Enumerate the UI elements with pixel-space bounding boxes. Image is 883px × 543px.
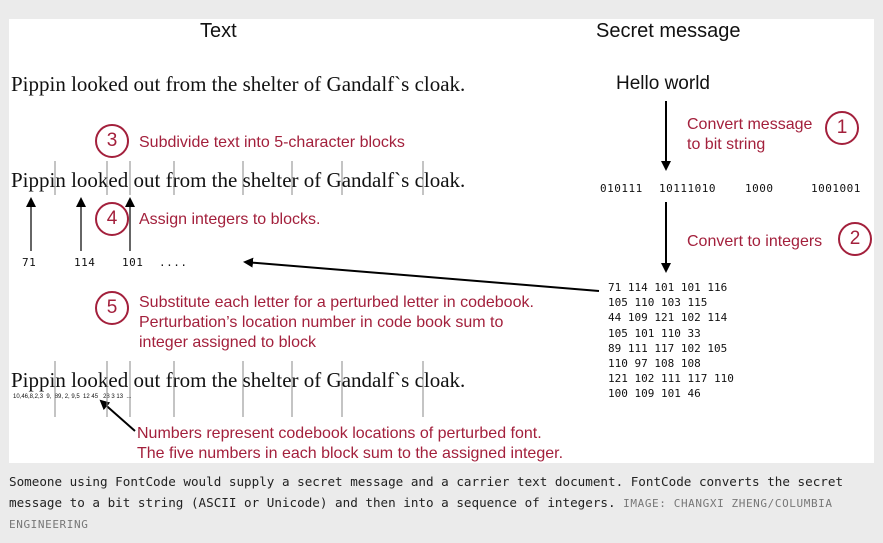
diagram-overlay <box>26 101 671 432</box>
codebook-locations: 10,46,8,2,3 9, 89, 2, 9,5 12 45 28 3 13 … <box>13 394 132 400</box>
step-5-text: Substitute each letter for a perturbed l… <box>139 294 534 351</box>
figure-caption: Someone using FontCode would supply a se… <box>9 472 875 536</box>
caption-text: Someone using FontCode would supply a se… <box>9 474 844 510</box>
block-integer-ellipsis: .... <box>159 256 188 269</box>
step-3-text: Subdivide text into 5-character blocks <box>139 134 405 151</box>
integer-row: 105 110 103 115 <box>608 296 708 310</box>
integer-sequence: 71 114 101 101 116 105 110 103 115 44 10… <box>608 280 734 402</box>
fontcode-diagram: Text Secret message Pippin looked out fr… <box>9 19 874 463</box>
block-integer-2: 114 <box>74 256 96 269</box>
step-2-badge: 2 <box>838 222 872 256</box>
bit-string-3: 1000 <box>745 182 774 195</box>
bit-string-2: 10111010 <box>659 182 716 195</box>
block-integer-1: 71 <box>22 256 37 269</box>
text-column-heading: Text <box>200 20 237 42</box>
integer-row: 44 109 121 102 114 <box>608 311 728 325</box>
step-1-text: Convert message to bit string <box>687 116 813 153</box>
step-3-badge: 3 <box>95 124 129 158</box>
carrier-sentence-original: Pippin looked out from the shelter of Ga… <box>11 72 466 96</box>
integer-row: 89 111 117 102 105 <box>608 341 728 355</box>
step-4-text: Assign integers to blocks. <box>139 211 321 228</box>
step-5-badge: 5 <box>95 291 129 325</box>
step-2-text: Convert to integers <box>687 233 823 250</box>
secret-column-heading: Secret message <box>596 20 741 42</box>
step-1-badge: 1 <box>825 111 859 145</box>
codebook-note: Numbers represent codebook locations of … <box>137 425 564 462</box>
block-separators-row-2 <box>54 161 424 195</box>
block-separators-row-3 <box>54 361 424 417</box>
bit-string-1: 010111 <box>600 182 643 195</box>
integer-row: 100 109 101 46 <box>608 387 701 401</box>
carrier-sentence-perturbed: Pippin looked out from the shelter of Ga… <box>11 368 466 392</box>
integer-row: 71 114 101 101 116 <box>608 281 728 294</box>
arrow-integers-to-blocks <box>243 257 600 292</box>
step-4-badge: 4 <box>95 202 129 236</box>
secret-message: Hello world <box>616 73 710 94</box>
image-credit: IMAGE: CHANGXI ZHENG/COLUMBIA ENGINEERIN… <box>9 496 833 532</box>
integer-row: 110 97 108 108 <box>608 357 701 371</box>
bit-string-4: 1001001 <box>811 182 861 195</box>
integer-row: 105 101 110 33 <box>608 326 701 340</box>
carrier-sentence-blocks: Pippin looked out from the shelter of Ga… <box>11 168 466 192</box>
integer-row: 121 102 111 117 110 <box>608 372 734 386</box>
block-integer-3: 101 <box>122 256 144 269</box>
